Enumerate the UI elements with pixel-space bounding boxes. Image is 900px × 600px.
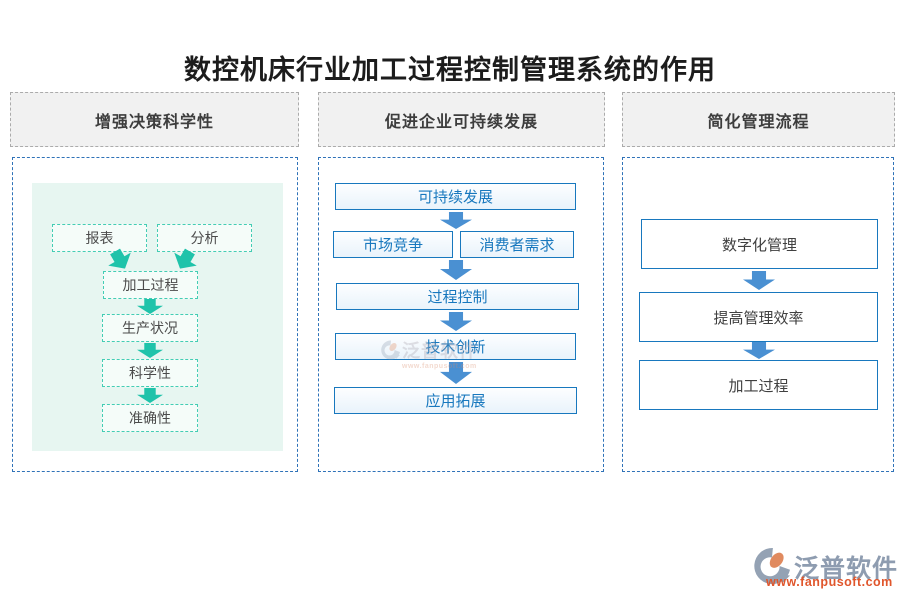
node-production-status: 生产状况 <box>102 314 198 342</box>
node-digital-management: 数字化管理 <box>641 219 878 269</box>
watermark-url-text: www.fanpusoft.com <box>402 363 477 370</box>
node-application-expansion: 应用拓展 <box>334 387 577 414</box>
page-title: 数控机床行业加工过程控制管理系统的作用 <box>184 55 716 85</box>
node-machining-process: 加工过程 <box>103 271 198 299</box>
node-machining-process-2: 加工过程 <box>639 360 878 410</box>
fanpu-logo-icon <box>754 547 790 585</box>
node-accuracy: 准确性 <box>102 404 198 432</box>
node-market-competition: 市场竞争 <box>333 231 453 258</box>
column-header-decision: 增强决策科学性 <box>10 92 299 147</box>
node-sustainable-development: 可持续发展 <box>335 183 576 210</box>
brand-url: www.fanpusoft.com <box>766 575 893 589</box>
node-report: 报表 <box>52 224 147 252</box>
brand-name: 泛普软件 <box>794 555 899 583</box>
node-process-control: 过程控制 <box>336 283 579 310</box>
watermark-brand-text: 泛普软件 <box>402 341 478 361</box>
fanpu-logo-icon <box>381 340 400 360</box>
brand-watermark: 泛普软件 www.fanpusoft.com <box>380 337 490 370</box>
brand-footer: 泛普软件 www.fanpusoft.com <box>750 545 900 593</box>
node-scientific: 科学性 <box>102 359 198 387</box>
node-analysis: 分析 <box>157 224 252 252</box>
node-tech-innovation: 技术创新 <box>335 333 576 360</box>
node-consumer-demand: 消费者需求 <box>460 231 574 258</box>
column-header-simplify: 简化管理流程 <box>622 92 895 147</box>
column-header-sustainable: 促进企业可持续发展 <box>318 92 605 147</box>
node-improve-efficiency: 提高管理效率 <box>639 292 878 342</box>
